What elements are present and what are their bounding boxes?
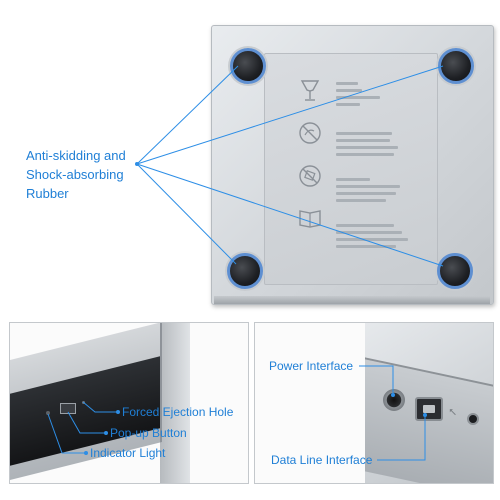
rubber-foot-bottom-left [227, 253, 263, 289]
rubber-callout-line1: Anti-skidding and [26, 148, 126, 163]
auxiliary-hole-shape [467, 413, 479, 425]
rubber-callout-line2: Shock-absorbing [26, 167, 124, 182]
front-panel-detail: Forced Ejection Hole Pop-up Button Indic… [9, 322, 249, 484]
forced-ejection-label: Forced Ejection Hole [122, 405, 234, 419]
rubber-callout-text: Anti-skidding and Shock-absorbing Rubber [26, 146, 126, 203]
indicator-light-label: Indicator Light [90, 446, 166, 460]
data-line-interface-label: Data Line Interface [271, 453, 373, 467]
power-interface-label: Power Interface [269, 359, 354, 373]
wine-glass-icon [300, 80, 320, 101]
no-push-icon [299, 122, 321, 144]
popup-button-label: Pop-up Button [110, 426, 187, 440]
drive-case-edge [214, 296, 490, 304]
rear-callout-lines [359, 365, 427, 461]
data-port-shape [415, 397, 443, 421]
indicator-light-shape [46, 411, 50, 415]
top-product-view: Anti-skidding and Shock-absorbing Rubber [26, 25, 494, 305]
rubber-callout-line3: Rubber [26, 186, 69, 201]
rubber-callout-lines [135, 65, 444, 267]
popup-button-shape [60, 403, 76, 414]
usb-icon: ⭦ [449, 407, 457, 419]
rear-panel-detail: ⭦ Power Interface Data Line Interface [254, 322, 494, 484]
front-callout-lines [47, 401, 120, 455]
power-port-shape [383, 389, 405, 411]
rubber-foot-bottom-right [437, 253, 473, 289]
drive-side-face [160, 323, 190, 483]
rubber-foot-top-right [438, 48, 474, 84]
no-drop-icon [299, 165, 321, 187]
rubber-foot-top-left [230, 48, 266, 84]
plate-text-block [336, 82, 416, 248]
